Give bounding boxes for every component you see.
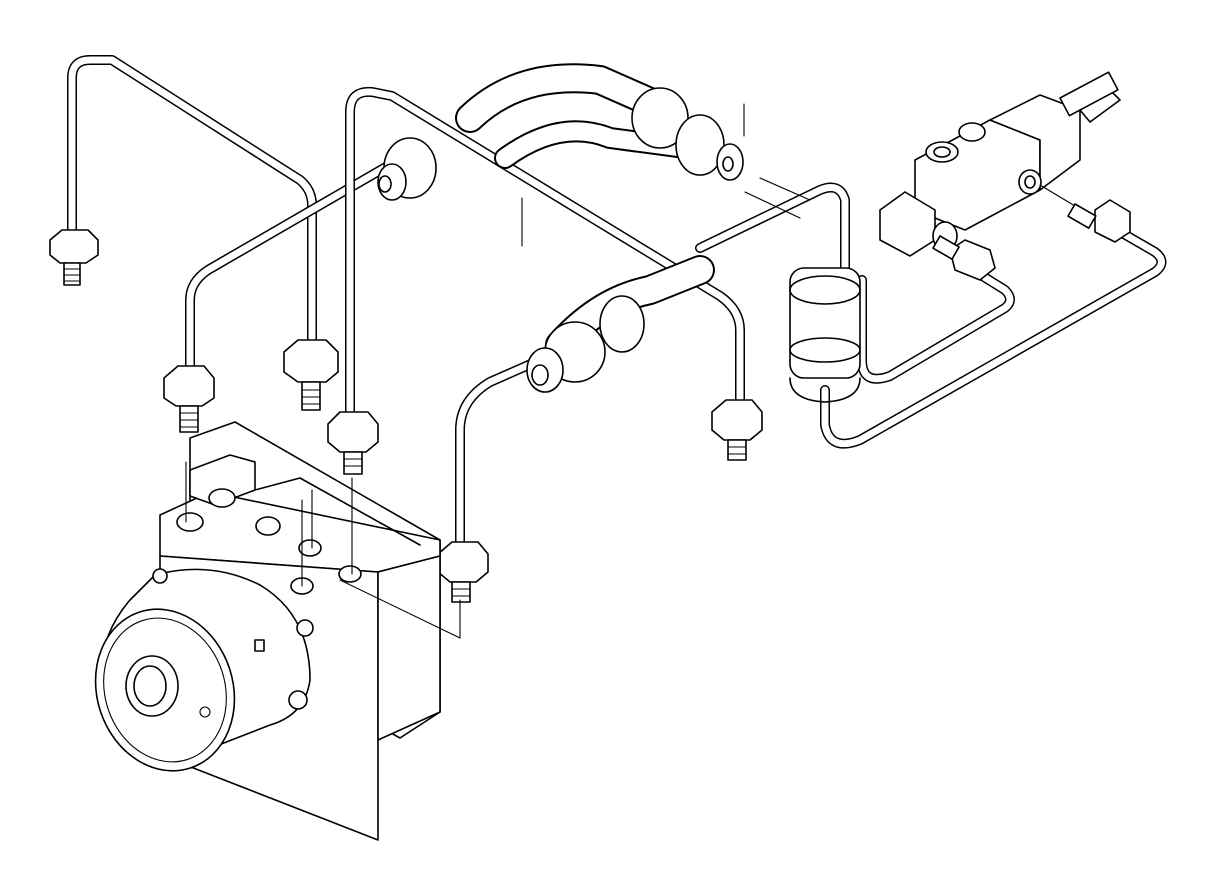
pump-motor bbox=[94, 568, 314, 772]
port-hole-1 bbox=[176, 512, 204, 532]
brake-line-left-front bbox=[185, 155, 403, 377]
brake-line-cross-bar bbox=[695, 182, 850, 280]
union-nut-3 bbox=[163, 365, 215, 433]
port-hole-2 bbox=[208, 488, 236, 508]
brake-line-center-loop bbox=[345, 86, 745, 423]
union-nut-connector-a bbox=[932, 235, 996, 281]
union-nut-6 bbox=[437, 541, 489, 603]
lower-hose bbox=[526, 255, 715, 393]
union-nut-4 bbox=[327, 411, 379, 475]
upper-hose bbox=[377, 63, 811, 247]
port-hole-3 bbox=[255, 516, 281, 536]
union-nut-2 bbox=[283, 339, 339, 411]
union-nut-5 bbox=[711, 399, 763, 461]
brake-line-to-unit-right bbox=[455, 355, 545, 553]
brake-line-return-loops bbox=[820, 221, 1167, 449]
port-hole-6 bbox=[338, 565, 362, 583]
connector-fitting bbox=[879, 71, 1131, 281]
brake-line-left-rear bbox=[67, 55, 317, 343]
union-nut-1 bbox=[49, 229, 99, 286]
port-hole-4 bbox=[298, 539, 322, 557]
vertical-hose-sleeve bbox=[789, 267, 861, 403]
union-nut-connector-b bbox=[1067, 199, 1131, 243]
